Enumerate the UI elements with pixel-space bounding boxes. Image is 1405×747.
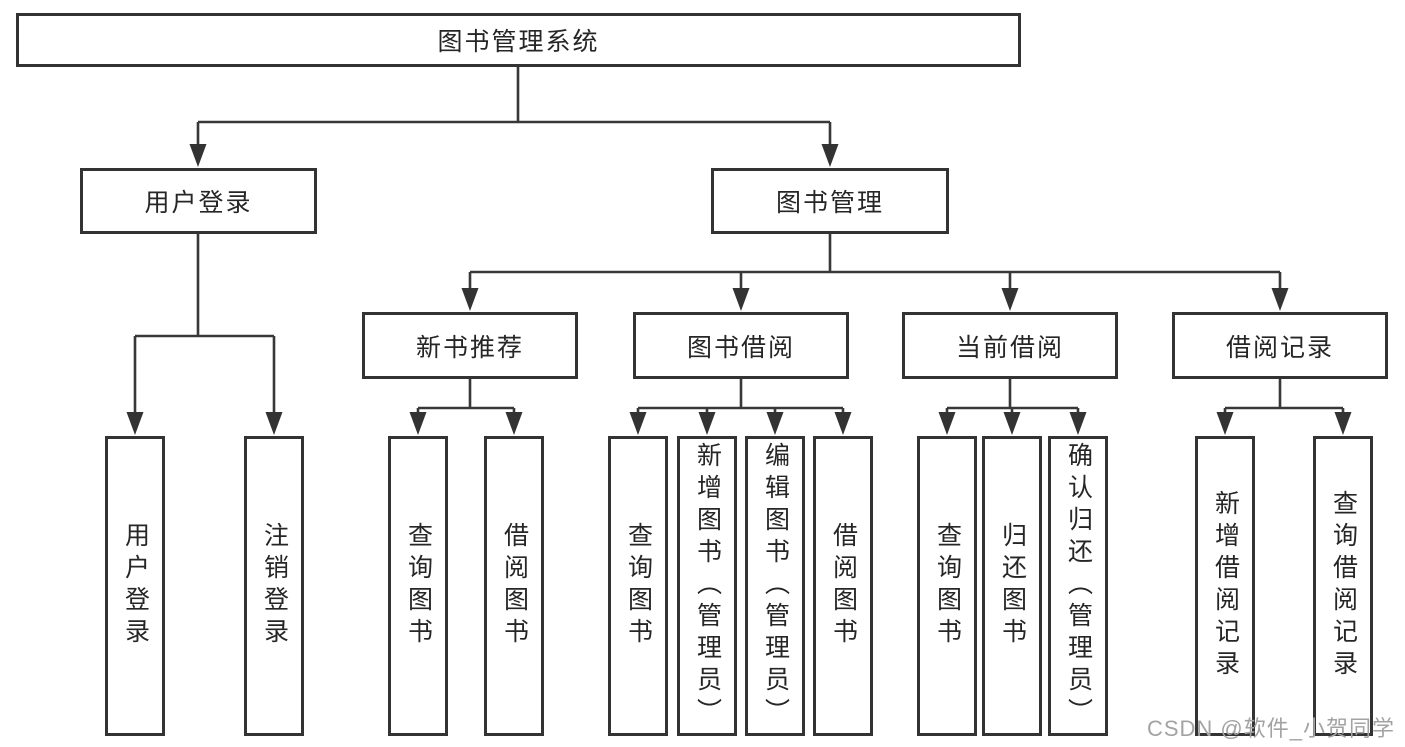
- leaf-label: 查询图书: [404, 522, 433, 650]
- node-label: 用户登录: [144, 189, 253, 217]
- leaf-label: 查询借阅记录: [1329, 490, 1358, 682]
- leaf-label: 查询图书: [933, 522, 962, 650]
- leaf-label: 新增图书（管理员）: [693, 442, 722, 730]
- leaf-label: 确认归还（管理员）: [1064, 442, 1093, 730]
- leaf-add-borrow-record: 新增借阅记录: [1195, 436, 1255, 736]
- leaf-user-login: 用户登录: [105, 436, 165, 736]
- leaf-label: 归还图书: [998, 522, 1027, 650]
- leaf-label: 新增借阅记录: [1211, 490, 1240, 682]
- csdn-watermark: CSDN @软件_小贺同学: [1146, 716, 1395, 741]
- node-book-management: 图书管理: [711, 168, 949, 234]
- leaf-query-books-borrowing: 查询图书: [608, 436, 668, 736]
- leaf-label: 编辑图书（管理员）: [761, 442, 790, 730]
- node-label: 当前借阅: [955, 333, 1064, 362]
- node-label: 图书管理系统: [437, 28, 600, 56]
- leaf-borrow-books: 借阅图书: [813, 436, 873, 736]
- node-label: 图书管理: [775, 189, 884, 217]
- leaf-query-borrow-record: 查询借阅记录: [1313, 436, 1373, 736]
- node-label: 图书借阅: [686, 333, 795, 362]
- leaf-label: 借阅图书: [829, 522, 858, 650]
- node-library-management-system: 图书管理系统: [16, 13, 1021, 67]
- node-current-borrowing: 当前借阅: [902, 312, 1118, 379]
- leaf-label: 查询图书: [624, 522, 653, 650]
- leaf-edit-books-admin: 编辑图书（管理员）: [745, 436, 805, 736]
- leaf-query-books-current: 查询图书: [917, 436, 977, 736]
- node-label: 新书推荐: [415, 333, 524, 362]
- arrowheads: [126, 144, 1352, 435]
- node-label: 借阅记录: [1225, 333, 1334, 362]
- node-user-login: 用户登录: [80, 168, 317, 234]
- node-new-book-recommendation: 新书推荐: [362, 312, 578, 379]
- leaf-return-books: 归还图书: [982, 436, 1042, 736]
- leaf-label: 用户登录: [121, 522, 150, 650]
- leaf-add-books-admin: 新增图书（管理员）: [677, 436, 737, 736]
- leaf-logout: 注销登录: [244, 436, 304, 736]
- leaf-borrow-books-recommend: 借阅图书: [484, 436, 544, 736]
- leaf-label: 借阅图书: [500, 522, 529, 650]
- leaf-confirm-return-admin: 确认归还（管理员）: [1048, 436, 1108, 736]
- leaf-label: 注销登录: [260, 522, 289, 650]
- leaf-query-books-recommend: 查询图书: [388, 436, 448, 736]
- node-borrowing-records: 借阅记录: [1172, 312, 1388, 379]
- node-book-borrowing: 图书借阅: [633, 312, 849, 379]
